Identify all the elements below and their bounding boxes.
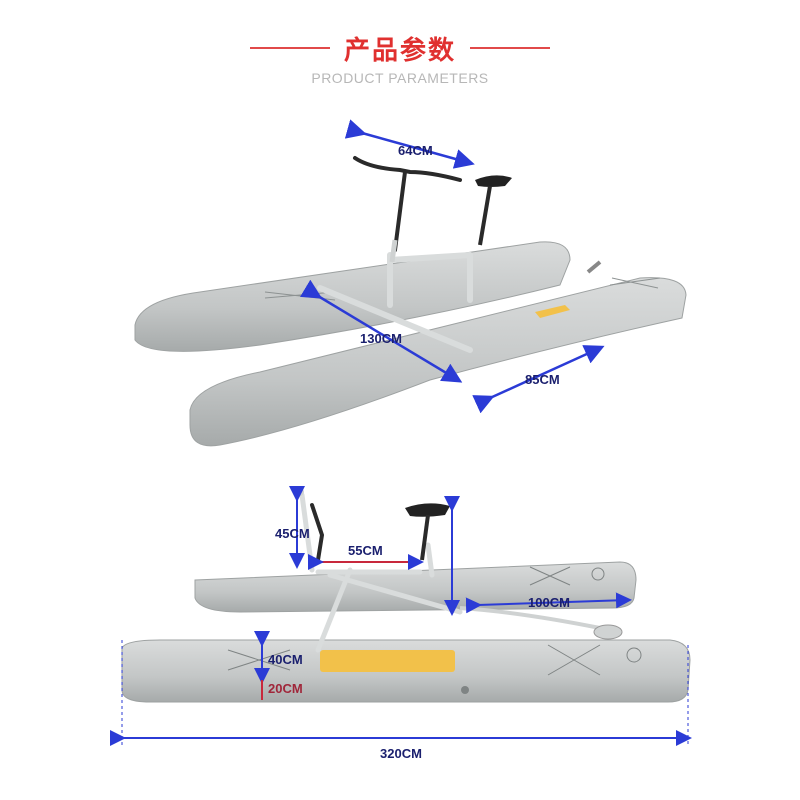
side-deck-x-marks xyxy=(227,566,601,676)
side-prop-arm xyxy=(459,606,601,630)
top-handlebar xyxy=(353,156,462,252)
dim-arrow-frame-length xyxy=(299,279,463,383)
dim-label-pontoon-depth: 20CM xyxy=(268,681,303,696)
top-steer-post xyxy=(389,239,398,263)
dim-label-seat-to-bar: 55CM xyxy=(348,543,383,558)
header: 产品参数 PRODUCT PARAMETERS xyxy=(0,0,800,100)
dim-arrow-pontoon-gap xyxy=(472,345,605,414)
side-seat xyxy=(405,503,450,561)
dim-label-handlebar-height: 45CM xyxy=(275,526,310,541)
side-handlebar-grip xyxy=(296,488,304,496)
dim-label-rear-pontoon: 100CM xyxy=(528,595,570,610)
dim-label-pontoon-height: 40CM xyxy=(268,652,303,667)
side-drain xyxy=(461,686,469,694)
side-yellow-pad xyxy=(320,650,455,672)
side-propeller xyxy=(593,624,623,640)
dim-arrow-handlebar-width xyxy=(344,119,475,169)
side-handlebar xyxy=(310,503,325,562)
top-view-image: 64CM 130CM 85CM xyxy=(134,119,687,447)
title-rule-left xyxy=(250,47,330,49)
top-seat xyxy=(475,175,512,246)
top-yellow-pad xyxy=(535,305,570,318)
dim-arrow-rear-pontoon xyxy=(465,592,632,614)
dim-label-pontoon-gap: 85CM xyxy=(525,372,560,387)
dim-label-handlebar-width: 64CM xyxy=(398,143,433,158)
top-tiller xyxy=(586,260,602,274)
side-view-image: 45CM 55CM 100CM 40CM 20CM 320CM xyxy=(110,486,692,761)
page-subtitle: PRODUCT PARAMETERS xyxy=(311,70,489,86)
title-rule-right xyxy=(470,47,550,49)
side-valve-back xyxy=(591,567,605,581)
dim-label-frame-length: 130CM xyxy=(360,331,402,346)
dim-label-total-length: 320CM xyxy=(380,746,422,761)
page-title: 产品参数 xyxy=(343,36,456,66)
side-valve-front xyxy=(626,647,642,663)
